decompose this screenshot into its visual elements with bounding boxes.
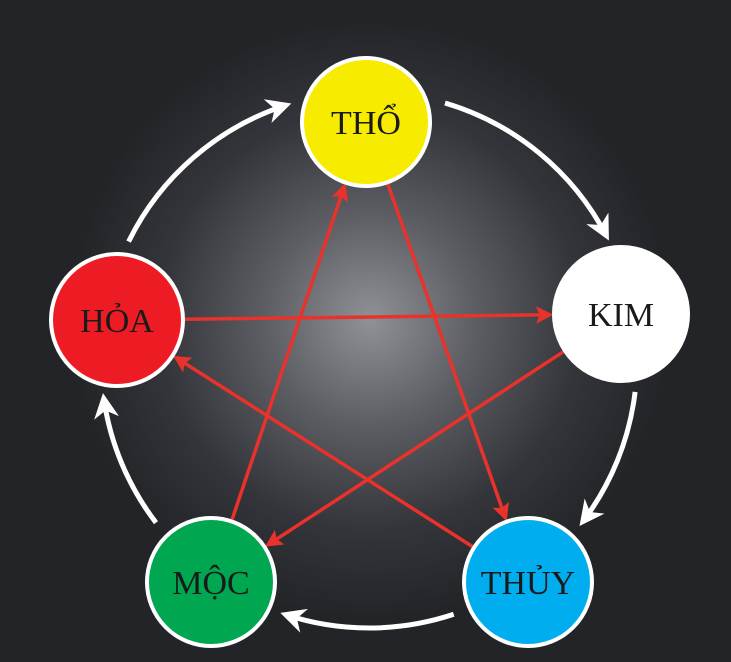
node-kim: KIM	[552, 245, 690, 383]
node-label-kim: KIM	[588, 297, 654, 334]
overcoming-arrow-moc-to-tho	[230, 183, 349, 521]
node-circle-moc	[145, 516, 277, 648]
node-label-tho: THỔ	[331, 103, 401, 142]
generating-arrow-tho-to-kim	[444, 100, 609, 241]
node-label-thuy: THỦY	[481, 565, 575, 602]
overcoming-arrow-kim-to-moc	[264, 350, 565, 547]
overcoming-cycle-arrows	[173, 183, 565, 548]
generating-cycle-arrows	[94, 99, 638, 633]
generating-arrow-hoa-to-tho	[126, 99, 292, 243]
node-label-moc: MỘC	[172, 564, 249, 602]
element-nodes: THỔ KIM THỦY MỘC HỎA	[49, 56, 690, 648]
node-circle-tho	[300, 56, 432, 188]
node-label-hoa: HỎA	[80, 303, 154, 340]
node-thuy: THỦY	[462, 516, 594, 648]
node-circle-kim	[552, 245, 690, 383]
overcoming-arrow-thuy-to-hoa	[173, 355, 474, 548]
node-hoa: HỎA	[49, 252, 185, 388]
generating-arrow-moc-to-hoa	[94, 393, 158, 525]
node-circle-thuy	[462, 516, 594, 648]
node-tho: THỔ	[300, 56, 432, 188]
overcoming-arrow-tho-to-thuy	[386, 183, 510, 522]
node-moc: MỘC	[145, 516, 277, 648]
overcoming-arrow-hoa-to-kim	[184, 306, 554, 324]
generating-arrow-thuy-to-moc	[280, 608, 455, 633]
generating-arrow-kim-to-thuy	[579, 391, 638, 526]
node-circle-hoa	[49, 252, 185, 388]
